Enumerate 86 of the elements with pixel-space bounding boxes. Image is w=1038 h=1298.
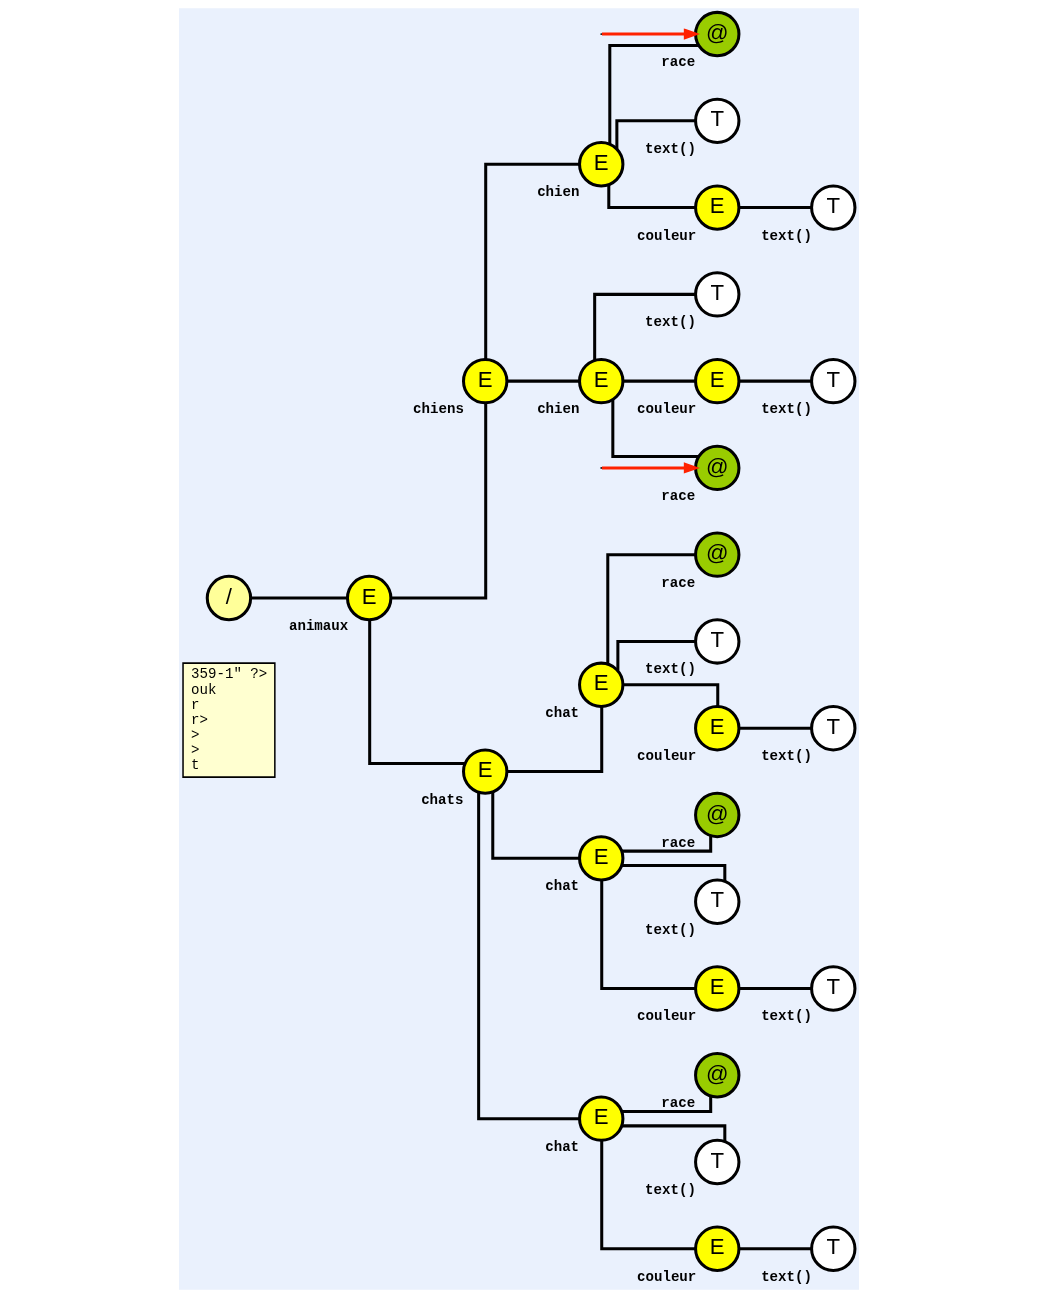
- arrow: [601, 28, 700, 40]
- node-box: 359-1" ?> ouk r r> > > t: [182, 662, 276, 778]
- node-label: text(): [761, 401, 812, 418]
- connector: [739, 1247, 812, 1251]
- arrow: [601, 462, 700, 474]
- connector: [621, 1096, 713, 1113]
- node-label: couleur: [637, 1268, 697, 1285]
- connector: [616, 639, 696, 671]
- node-circle: E: [578, 835, 625, 882]
- node-circle: E: [462, 357, 509, 405]
- connector: [391, 403, 488, 600]
- connector: [606, 553, 696, 664]
- connector: [250, 596, 348, 600]
- node-circle: T: [694, 618, 741, 665]
- node-circle: E: [578, 357, 625, 405]
- node-label: couleur: [637, 1008, 697, 1025]
- node-label: chat: [545, 1138, 580, 1155]
- node-label: text(): [645, 1182, 696, 1199]
- node-circle: E: [694, 1225, 741, 1272]
- node-circle: E: [578, 141, 625, 188]
- node-label: race: [661, 574, 696, 591]
- connector: [621, 836, 713, 853]
- connector: [607, 184, 696, 210]
- node-label: race: [661, 54, 696, 71]
- node-circle: T: [810, 1225, 857, 1272]
- node-circle: E: [462, 748, 509, 795]
- node-label: text(): [761, 748, 812, 765]
- node-label: couleur: [637, 748, 697, 765]
- node-circle: @: [694, 791, 741, 839]
- node-circle: E: [694, 357, 741, 405]
- node-label: chien: [537, 184, 580, 201]
- node-circle: @: [694, 1052, 741, 1099]
- node-circle: @: [694, 444, 741, 492]
- node-circle: E: [578, 661, 625, 709]
- connector: [615, 119, 696, 150]
- node-label: race: [661, 1095, 696, 1112]
- connector: [621, 1124, 727, 1142]
- connector: [491, 792, 580, 860]
- node-circle: E: [694, 705, 741, 752]
- connector: [368, 620, 465, 766]
- node-circle: E: [345, 574, 393, 622]
- node-label: text(): [761, 227, 812, 244]
- node-circle: E: [694, 184, 741, 231]
- node-circle: T: [694, 271, 741, 318]
- node-label: text(): [761, 1008, 812, 1025]
- node-label: text(): [645, 921, 696, 938]
- node-circle: T: [810, 184, 857, 231]
- node-circle: T: [810, 357, 857, 405]
- connector: [621, 864, 727, 882]
- connector: [611, 399, 699, 459]
- node-label: text(): [645, 140, 696, 157]
- node-circle: E: [694, 965, 741, 1012]
- node-label: chat: [545, 878, 580, 895]
- node-circle: /: [205, 574, 253, 622]
- node-label: text(): [645, 314, 696, 331]
- node-label: chien: [537, 401, 580, 418]
- node-circle: T: [694, 97, 741, 145]
- node-circle: T: [694, 878, 741, 925]
- connector: [593, 292, 696, 361]
- node-circle: T: [810, 705, 857, 752]
- connector: [477, 792, 580, 1121]
- node-circle: @: [694, 531, 741, 578]
- connector: [739, 379, 812, 383]
- node-label: race: [661, 834, 696, 851]
- node-circle: E: [578, 1095, 625, 1142]
- node-circle: @: [694, 10, 741, 58]
- connector: [623, 379, 696, 383]
- node-label: chat: [545, 704, 580, 721]
- node-circle: T: [694, 1138, 741, 1186]
- node-label: text(): [761, 1268, 812, 1285]
- connector: [608, 43, 699, 145]
- connector: [739, 206, 812, 210]
- node-label: couleur: [637, 227, 697, 244]
- connector: [600, 880, 696, 990]
- connector: [739, 987, 812, 990]
- connector: [484, 162, 580, 360]
- node-circle: T: [810, 965, 857, 1012]
- node-label: chats: [421, 791, 464, 808]
- connector: [739, 726, 812, 730]
- node-label: race: [661, 487, 696, 504]
- connector: [600, 1140, 696, 1251]
- node-label: text(): [645, 661, 696, 678]
- node-label: couleur: [637, 401, 697, 418]
- connector: [507, 379, 580, 383]
- connector: [507, 706, 604, 774]
- node-label: chiens: [413, 401, 464, 418]
